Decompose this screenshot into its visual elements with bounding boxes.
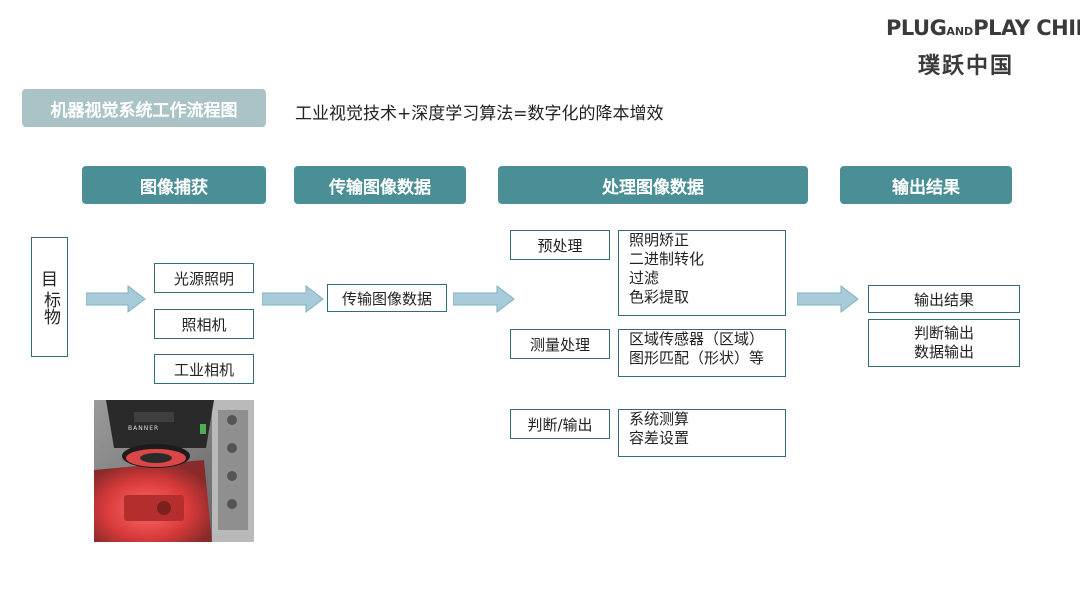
logo-text-plug: PLUG: [886, 16, 947, 40]
arrow-right-icon: [86, 285, 146, 313]
detail-line: 容差设置: [629, 429, 690, 447]
detail-line: 照明矫正: [629, 231, 690, 249]
capture-item-light: 光源照明: [154, 263, 254, 293]
step-header-transmit: 传输图像数据: [294, 166, 466, 204]
logo-chinese-text: 璞跃中国: [918, 54, 1015, 79]
camera-inspection-image: BANNER: [94, 400, 254, 542]
arrow-right-icon: [262, 285, 324, 313]
process-stage-preprocess: 预处理: [510, 230, 610, 260]
step-header-process: 处理图像数据: [498, 166, 808, 204]
detail-line: 图形匹配（形状）等: [629, 349, 765, 367]
capture-item-industrial-camera: 工业相机: [154, 354, 254, 384]
step-header-output: 输出结果: [840, 166, 1012, 204]
output-line: 数据输出: [913, 343, 974, 361]
arrow-right-icon: [453, 285, 515, 313]
target-label-line2: 标物: [40, 290, 60, 325]
logo-text-and: AND: [946, 25, 974, 38]
machine-vision-photo: BANNER: [94, 400, 254, 542]
output-line: 判断输出: [913, 324, 974, 342]
detail-line: 二进制转化: [629, 250, 705, 268]
output-detail-box: 判断输出 数据输出: [868, 319, 1020, 367]
process-stage-measure: 测量处理: [510, 329, 610, 359]
flow-arrow-3: [453, 285, 515, 313]
flow-arrow-1: [86, 285, 146, 313]
target-label-line1: 目: [41, 269, 58, 290]
output-result-box: 输出结果: [868, 285, 1020, 313]
brand-logo: PLUGANDPLAY CHINA: [886, 16, 1080, 40]
process-stage-judge: 判断/输出: [510, 409, 610, 439]
page-title: 机器视觉系统工作流程图: [22, 89, 266, 127]
flow-arrow-4: [797, 285, 859, 313]
logo-text-play-china: PLAY CHINA: [973, 16, 1080, 40]
transmit-box: 传输图像数据: [327, 284, 447, 312]
camera-brand-label: BANNER: [128, 425, 159, 432]
target-object-box: 目 标物: [31, 237, 68, 357]
detail-line: 色彩提取: [629, 288, 690, 306]
process-detail-measure: 区域传感器（区域） 图形匹配（形状）等: [618, 329, 786, 377]
detail-line: 系统测算: [629, 410, 690, 428]
detail-line: 过滤: [629, 269, 660, 287]
process-detail-preprocess: 照明矫正 二进制转化 过滤 色彩提取: [618, 230, 786, 316]
step-header-capture: 图像捕获: [82, 166, 266, 204]
capture-item-camera: 照相机: [154, 309, 254, 339]
process-detail-judge: 系统测算 容差设置: [618, 409, 786, 457]
page-subtitle: 工业视觉技术+深度学习算法=数字化的降本增效: [295, 104, 664, 124]
detail-line: 区域传感器（区域）: [629, 330, 765, 348]
flow-arrow-2: [262, 285, 324, 313]
arrow-right-icon: [797, 285, 859, 313]
